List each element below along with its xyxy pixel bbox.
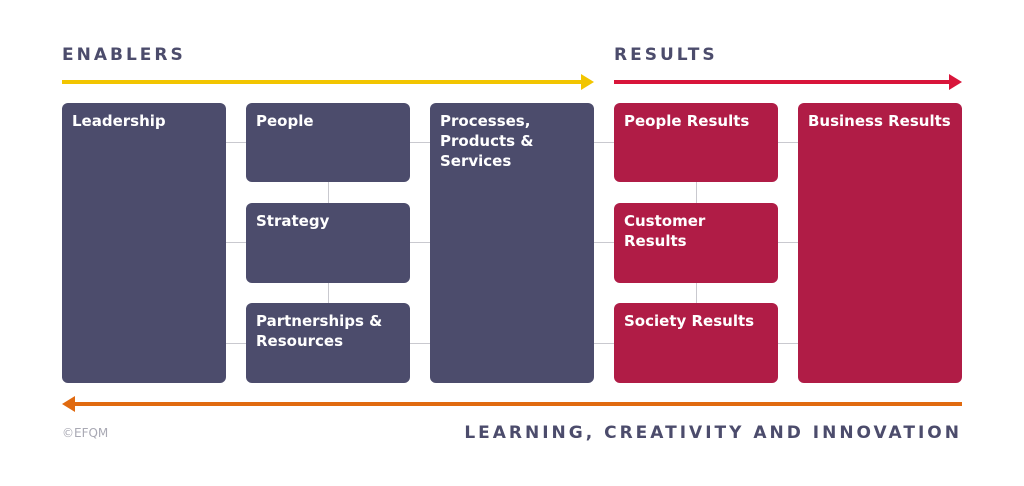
learning-heading: LEARNING, CREATIVITY AND INNOVATION: [464, 423, 962, 443]
results-heading: RESULTS: [614, 45, 718, 65]
enablers-arrow-head-icon: [581, 74, 594, 90]
strategy-box: Strategy: [246, 203, 410, 283]
people-results-box: People Results: [614, 103, 778, 182]
learning-arrow-head-icon: [62, 396, 75, 412]
learning-arrow: [62, 396, 962, 412]
society-results-box: Society Results: [614, 303, 778, 383]
enablers-arrow: [62, 74, 594, 90]
results-arrow: [614, 74, 962, 90]
leadership-box: Leadership: [62, 103, 226, 383]
customer-results-box: Customer Results: [614, 203, 778, 283]
business-results-box: Business Results: [798, 103, 962, 383]
copyright-text: ©EFQM: [62, 426, 109, 440]
results-arrow-head-icon: [949, 74, 962, 90]
processes-products-services-box: Processes, Products & Services: [430, 103, 594, 383]
enablers-heading: ENABLERS: [62, 45, 186, 65]
partnerships-resources-box: Partnerships & Resources: [246, 303, 410, 383]
people-box: People: [246, 103, 410, 182]
